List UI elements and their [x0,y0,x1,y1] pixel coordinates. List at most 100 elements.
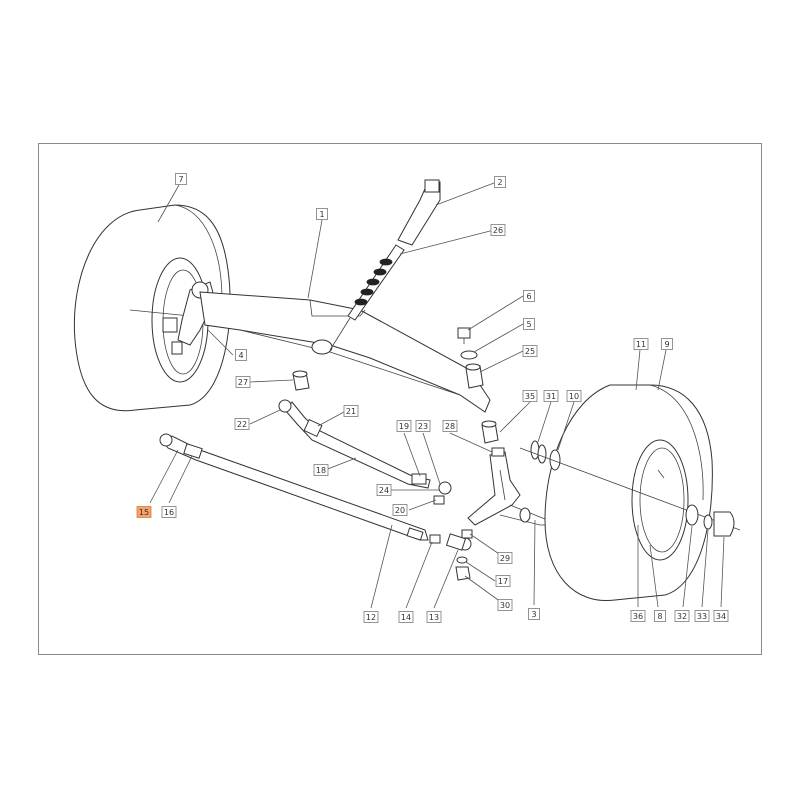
callout-25[interactable]: 25 [522,345,538,357]
callout-13[interactable]: 13 [426,611,442,623]
callout-box [398,611,414,623]
callout-label: 29 [500,554,510,563]
callout-23[interactable]: 23 [415,420,431,432]
front-axle[interactable] [199,291,491,413]
right-wheel[interactable] [544,384,713,602]
callout-24[interactable]: 24 [376,484,392,496]
callout-17[interactable]: 17 [495,575,511,587]
callout-box [661,338,673,350]
leader-lines [149,182,725,609]
callout-label: 15 [139,508,149,517]
callout-box [528,608,540,620]
callout-box [376,484,392,496]
callout-box [442,420,458,432]
callout-box [363,611,379,623]
callout-box [523,290,535,302]
callout-box [234,418,250,430]
bushing-25[interactable] [465,363,484,389]
spline-shaft[interactable] [329,244,405,351]
callout-label: 26 [493,226,503,235]
callout-26[interactable]: 26 [490,224,506,236]
callout-11[interactable]: 11 [633,338,649,350]
callout-33[interactable]: 33 [694,610,710,622]
callout-label: 30 [500,601,510,610]
callout-6[interactable]: 6 [523,290,535,302]
bolt-6[interactable] [457,327,471,344]
callout-box [136,506,152,518]
callout-label: 16 [164,508,174,517]
nut-17[interactable] [456,556,468,564]
callout-label: 10 [569,392,579,401]
bearing-32[interactable] [685,504,699,526]
callout-label: 25 [525,347,535,356]
callout-label: 1 [319,210,324,219]
callout-22[interactable]: 22 [234,418,250,430]
callout-21[interactable]: 21 [343,405,359,417]
callout-32[interactable]: 32 [674,610,690,622]
washer-35[interactable] [481,420,499,444]
callout-label: 5 [526,320,531,329]
callout-box [396,420,412,432]
callout-label: 35 [525,392,535,401]
callout-label: 17 [498,577,508,586]
callout-27[interactable]: 27 [235,376,251,388]
bearing-10[interactable] [549,449,561,471]
callout-15[interactable]: 15 [136,506,152,518]
callout-label: 7 [178,175,183,184]
callout-box [235,349,247,361]
callout-34[interactable]: 34 [713,610,729,622]
callout-label: 20 [395,506,405,515]
callout-29[interactable]: 29 [497,552,513,564]
bushing-27[interactable] [292,370,310,391]
callout-label: 2 [497,178,502,187]
hub-cap-34[interactable] [713,511,735,537]
callout-box [522,345,538,357]
callout-5[interactable]: 5 [523,318,535,330]
callout-label: 6 [526,292,531,301]
callout-8[interactable]: 8 [654,610,666,622]
washer-stack-31[interactable] [530,440,547,464]
callout-label: 36 [633,612,643,621]
callout-12[interactable]: 12 [363,611,379,623]
callout-box [497,599,513,611]
callout-10[interactable]: 10 [566,390,582,402]
callout-1[interactable]: 1 [316,208,328,220]
callout-label: 11 [636,340,646,349]
left-wheel[interactable] [73,204,231,412]
callout-19[interactable]: 19 [396,420,412,432]
callout-3[interactable]: 3 [528,608,540,620]
callout-4[interactable]: 4 [235,349,247,361]
callout-label: 21 [346,407,356,416]
callout-box [490,224,506,236]
diagram-frame [38,143,762,655]
callout-label: 27 [238,378,248,387]
callout-35[interactable]: 35 [522,390,538,402]
callout-31[interactable]: 31 [543,390,559,402]
callout-label: 32 [677,612,687,621]
callout-label: 14 [401,613,411,622]
callout-box [392,504,408,516]
callout-box [316,208,328,220]
callout-9[interactable]: 9 [661,338,673,350]
clip-33[interactable] [703,514,713,530]
callout-box [175,173,187,185]
right-spindle[interactable] [467,447,561,526]
callout-box [654,610,666,622]
callout-16[interactable]: 16 [161,506,177,518]
callout-label: 28 [445,422,455,431]
callout-36[interactable]: 36 [630,610,646,622]
callout-2[interactable]: 2 [494,176,506,188]
callout-box [415,420,431,432]
callout-30[interactable]: 30 [497,599,513,611]
callout-28[interactable]: 28 [442,420,458,432]
callout-14[interactable]: 14 [398,611,414,623]
steering-column[interactable] [397,179,441,246]
callout-label: 24 [379,486,389,495]
callout-20[interactable]: 20 [392,504,408,516]
callout-box [694,610,710,622]
callout-18[interactable]: 18 [313,464,329,476]
tie-rod[interactable] [159,433,472,551]
callout-7[interactable]: 7 [175,173,187,185]
washer-5[interactable] [460,350,478,360]
